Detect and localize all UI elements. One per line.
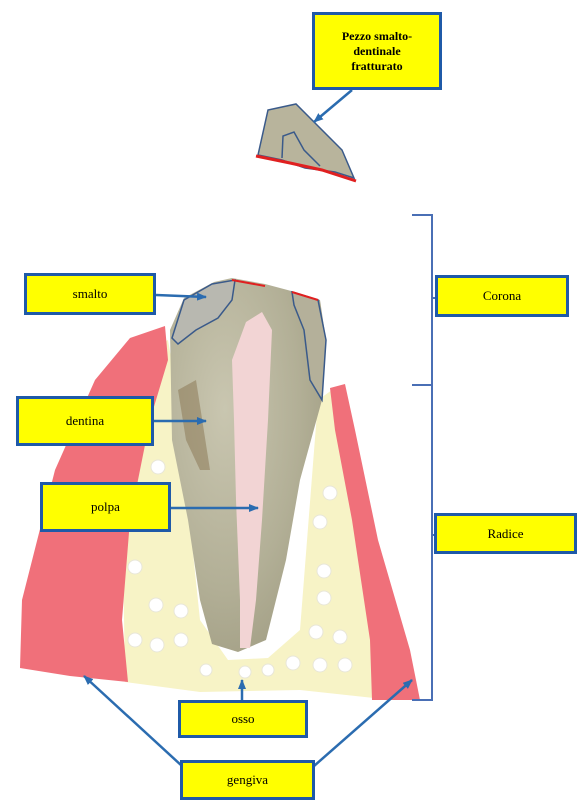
label-corona-text: Corona (483, 288, 521, 304)
label-polpa: polpa (40, 482, 171, 532)
label-smalto-text: smalto (73, 286, 108, 302)
label-fragment: Pezzo smalto- dentinale fratturato (312, 12, 442, 90)
label-corona: Corona (435, 275, 569, 317)
label-osso-text: osso (231, 711, 254, 727)
label-smalto: smalto (24, 273, 156, 315)
radice-bracket (412, 385, 432, 700)
label-gengiva-text: gengiva (227, 772, 268, 788)
label-gengiva: gengiva (180, 760, 315, 800)
gengiva-arrow-left (84, 676, 182, 766)
label-radice: Radice (434, 513, 577, 554)
label-fragment-line-2: dentinale (342, 44, 412, 59)
fractured-fragment (256, 104, 356, 181)
label-radice-text: Radice (487, 526, 523, 542)
label-fragment-line-3: fratturato (342, 59, 412, 74)
label-dentina: dentina (16, 396, 154, 446)
fragment-arrow (314, 90, 352, 122)
corona-bracket (412, 215, 432, 385)
label-polpa-text: polpa (91, 499, 120, 515)
label-dentina-text: dentina (66, 413, 104, 429)
label-osso: osso (178, 700, 308, 738)
label-fragment-line-1: Pezzo smalto- (342, 29, 412, 44)
